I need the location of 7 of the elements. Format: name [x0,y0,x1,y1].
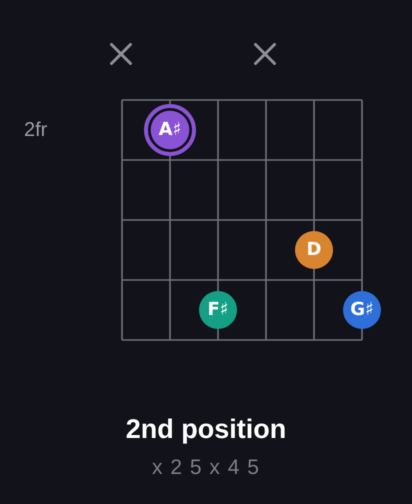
note-marker: G♯ [343,291,381,329]
fret-number-label: 2fr [24,118,48,143]
note-marker: F♯ [199,291,237,329]
root-note-marker: A♯ [144,104,196,156]
chord-title: 2nd position [124,413,288,446]
note-marker: D [295,231,333,269]
fingering-text: x 2 5 x 4 5 [151,455,261,481]
